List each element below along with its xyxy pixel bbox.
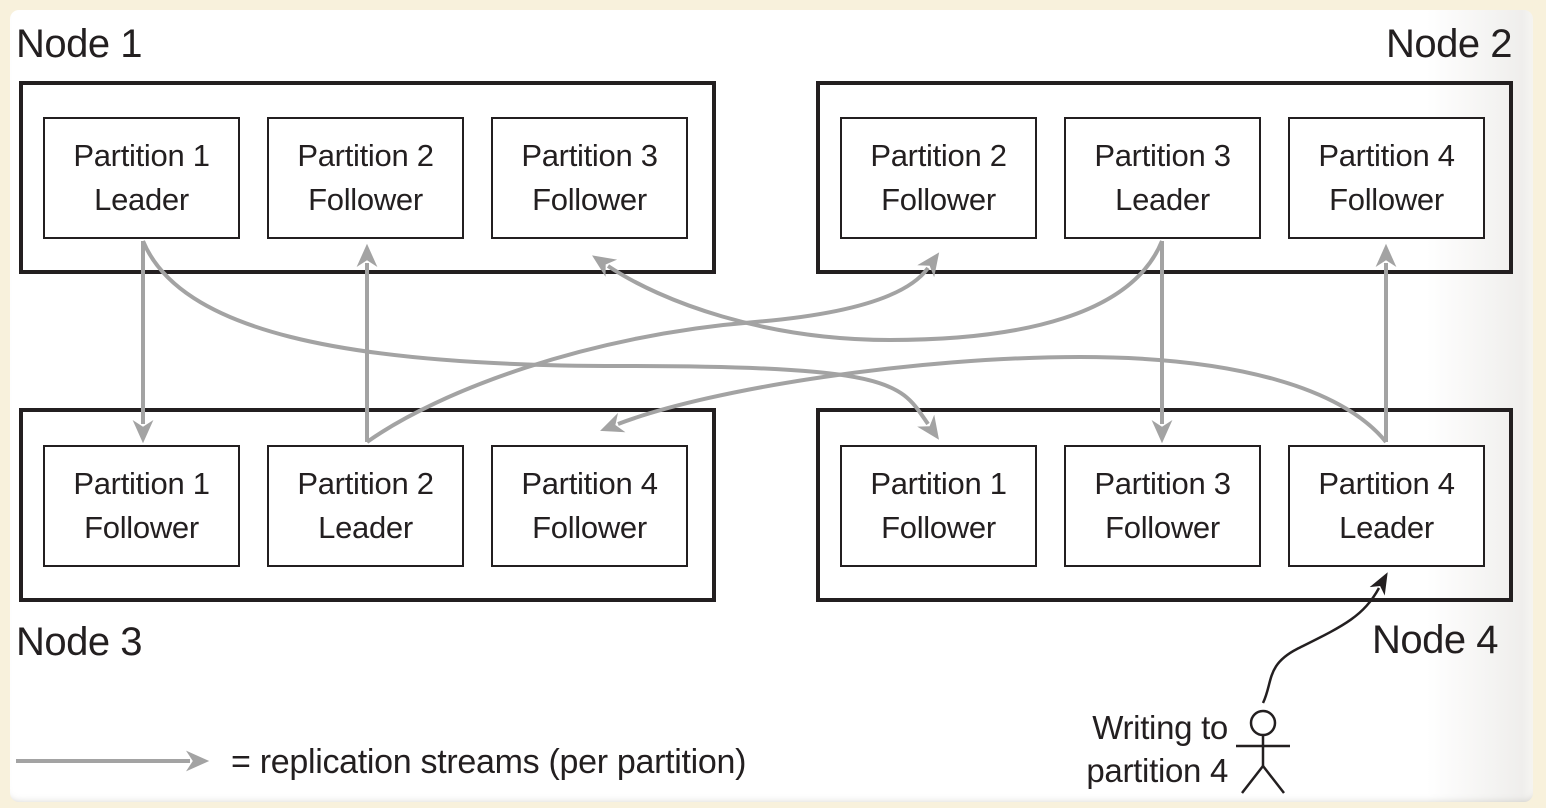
partition-cell: Partition 2 Follower: [267, 117, 464, 239]
node4-label: Node 4: [1372, 618, 1498, 662]
partition-role: Follower: [1329, 182, 1444, 217]
partition-cell: Partition 3 Follower: [491, 117, 688, 239]
node3-label: Node 3: [16, 620, 142, 664]
partition-cell: Partition 2 Leader: [267, 445, 464, 567]
writer-caption: Writing to partition 4: [1086, 706, 1228, 792]
node2-box: Partition 2 Follower Partition 3 Leader …: [816, 81, 1513, 274]
partition-cell: Partition 3 Follower: [1064, 445, 1261, 567]
partition-name: Partition 4: [521, 466, 658, 501]
partition-role: Follower: [1105, 510, 1220, 545]
partition-name: Partition 1: [73, 466, 210, 501]
partition-cell: Partition 1 Follower: [840, 445, 1037, 567]
partition-role: Follower: [881, 182, 996, 217]
partition-name: Partition 1: [870, 466, 1007, 501]
partition-role: Leader: [94, 182, 189, 217]
node4-box: Partition 1 Follower Partition 3 Followe…: [816, 408, 1513, 602]
partition-cell: Partition 1 Follower: [43, 445, 240, 567]
partition-cell: Partition 2 Follower: [840, 117, 1037, 239]
partition-cell: Partition 3 Leader: [1064, 117, 1261, 239]
writer-caption-line2: partition 4: [1086, 752, 1228, 789]
partition-name: Partition 3: [1094, 138, 1231, 173]
writer-caption-line1: Writing to: [1092, 709, 1228, 746]
partition-role: Leader: [318, 510, 413, 545]
node3-box: Partition 1 Follower Partition 2 Leader …: [19, 408, 716, 602]
legend-label: = replication streams (per partition): [231, 743, 747, 781]
partition-cell: Partition 4 Follower: [1288, 117, 1485, 239]
node1-label: Node 1: [16, 22, 142, 66]
node1-box: Partition 1 Leader Partition 2 Follower …: [19, 81, 716, 274]
partition-role: Follower: [84, 510, 199, 545]
partition-name: Partition 2: [297, 138, 434, 173]
node2-label: Node 2: [1386, 22, 1512, 66]
partition-name: Partition 3: [1094, 466, 1231, 501]
partition-name: Partition 3: [521, 138, 658, 173]
partition-name: Partition 4: [1318, 138, 1455, 173]
partition-role: Follower: [532, 182, 647, 217]
partition-name: Partition 4: [1318, 466, 1455, 501]
partition-role: Follower: [308, 182, 423, 217]
partition-role: Leader: [1339, 510, 1434, 545]
partition-name: Partition 1: [73, 138, 210, 173]
partition-role: Follower: [532, 510, 647, 545]
partition-name: Partition 2: [870, 138, 1007, 173]
partition-cell: Partition 4 Follower: [491, 445, 688, 567]
partition-role: Leader: [1115, 182, 1210, 217]
partition-cell: Partition 4 Leader: [1288, 445, 1485, 567]
partition-cell: Partition 1 Leader: [43, 117, 240, 239]
partition-role: Follower: [881, 510, 996, 545]
partition-name: Partition 2: [297, 466, 434, 501]
